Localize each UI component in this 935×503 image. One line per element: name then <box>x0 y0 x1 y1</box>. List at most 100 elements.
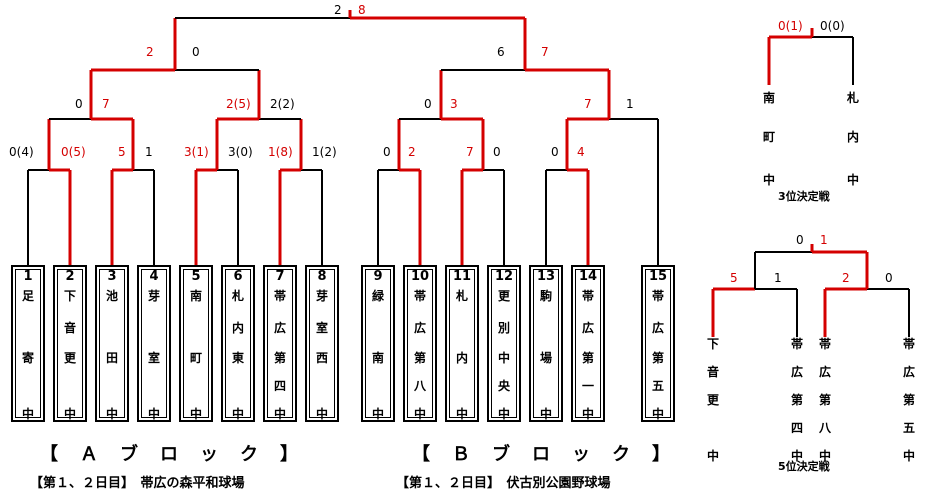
team-number: 6 <box>233 269 243 284</box>
b-r1-2-score-right: 0 <box>493 145 501 159</box>
team-name-char: 広 <box>581 321 594 335</box>
a-semi-score-left: 2 <box>146 45 154 59</box>
team-name-char: 広 <box>413 321 426 335</box>
third-left-team-1: 南 <box>762 91 775 105</box>
team-name-char: 中 <box>63 407 76 421</box>
fifth-team-char: 音 <box>706 365 719 379</box>
third-right-team-3: 中 <box>846 173 859 187</box>
third-right-team-2: 内 <box>846 130 859 144</box>
b-semi-score-left: 6 <box>497 45 505 59</box>
a-r1-1-score-right: 0(5) <box>61 145 86 159</box>
a-qf2-score-right: 2(2) <box>270 97 295 111</box>
a-qf1-score-left: 0 <box>75 97 83 111</box>
team-name-char: 中 <box>147 407 160 421</box>
fifth-team-char: 第 <box>790 393 803 407</box>
team-name-char: 更 <box>497 289 510 303</box>
b-block-subtitle: 【第１、２日目】 伏古別公園野球場 <box>396 476 611 491</box>
team-number: 2 <box>65 269 75 284</box>
team-name-char: 室 <box>315 321 328 335</box>
team-number: 13 <box>536 269 556 284</box>
a-qf2-score-left: 2(5) <box>226 97 251 111</box>
third-score-right: 0(0) <box>820 19 845 33</box>
fifth-semi2-score-left: 2 <box>842 271 850 285</box>
fifth-place-label: 5位決定戦 <box>778 460 830 473</box>
b-r1-3-score-right: 4 <box>577 145 585 159</box>
team-name-char: 中 <box>581 407 594 421</box>
team-name-char: 第 <box>581 351 594 365</box>
team-name-char: 内 <box>231 321 244 335</box>
fifth-team-char: 第 <box>902 393 915 407</box>
fifth-team-char: 中 <box>818 449 831 463</box>
fifth-team-char: 広 <box>790 365 803 379</box>
team-number: 8 <box>317 269 327 284</box>
team-name-char: 南 <box>371 351 384 365</box>
team-name-char: 中 <box>189 407 202 421</box>
fifth-team-char: 中 <box>902 449 915 463</box>
team-name-char: 広 <box>273 321 286 335</box>
team-number: 3 <box>107 269 117 284</box>
team-name-char: 別 <box>497 321 510 335</box>
team-name-char: 帯 <box>651 289 664 303</box>
fifth-team-char: 広 <box>818 365 831 379</box>
third-left-team-3: 中 <box>762 173 775 187</box>
a-r1-2-score-left: 5 <box>118 145 126 159</box>
team-name-char: 八 <box>413 379 426 393</box>
team-name-char: 札 <box>231 289 244 303</box>
third-score-left: 0(1) <box>778 19 803 33</box>
fifth-team-char: 八 <box>818 421 831 435</box>
team-name-char: 中 <box>273 407 286 421</box>
team-name-char: 四 <box>273 379 286 393</box>
fifth-semi1-score-left: 5 <box>730 271 738 285</box>
a-r1-4-score-left: 1(8) <box>268 145 293 159</box>
team-name-char: 音 <box>63 321 76 335</box>
fifth-final-score-right: 1 <box>820 233 828 247</box>
team-name-char: 帯 <box>273 289 286 303</box>
team-name-char: 札 <box>455 289 468 303</box>
b-qf2-score-right: 1 <box>626 97 634 111</box>
third-place-label: 3位決定戦 <box>778 190 830 203</box>
fifth-semi2-score-right: 0 <box>885 271 893 285</box>
fifth-team-char: 帯 <box>818 337 831 351</box>
fifth-semi1-score-right: 1 <box>774 271 782 285</box>
a-block-subtitle: 【第１、２日目】 帯広の森平和球場 <box>30 476 245 491</box>
a-block-title: 【 Ａ ブ ロ ッ ク 】 <box>40 444 300 465</box>
team-number: 5 <box>191 269 201 284</box>
team-name-char: 帯 <box>581 289 594 303</box>
team-name-char: 一 <box>581 379 594 393</box>
team-number: 10 <box>410 269 430 284</box>
third-right-team-1: 札 <box>846 91 859 105</box>
team-name-char: 中 <box>231 407 244 421</box>
team-name-char: 帯 <box>413 289 426 303</box>
fifth-team-char: 五 <box>902 421 915 435</box>
b-r1-2-score-left: 7 <box>466 145 474 159</box>
b-qf2-score-left: 7 <box>584 97 592 111</box>
a-r1-3-score-left: 3(1) <box>184 145 209 159</box>
team-name-char: 室 <box>147 351 160 365</box>
team-name-char: 中 <box>455 407 468 421</box>
fifth-team-char: 下 <box>706 337 719 351</box>
team-name-char: 駒 <box>539 289 552 303</box>
team-name-char: 五 <box>651 379 664 393</box>
b-qf1-score-left: 0 <box>424 97 432 111</box>
